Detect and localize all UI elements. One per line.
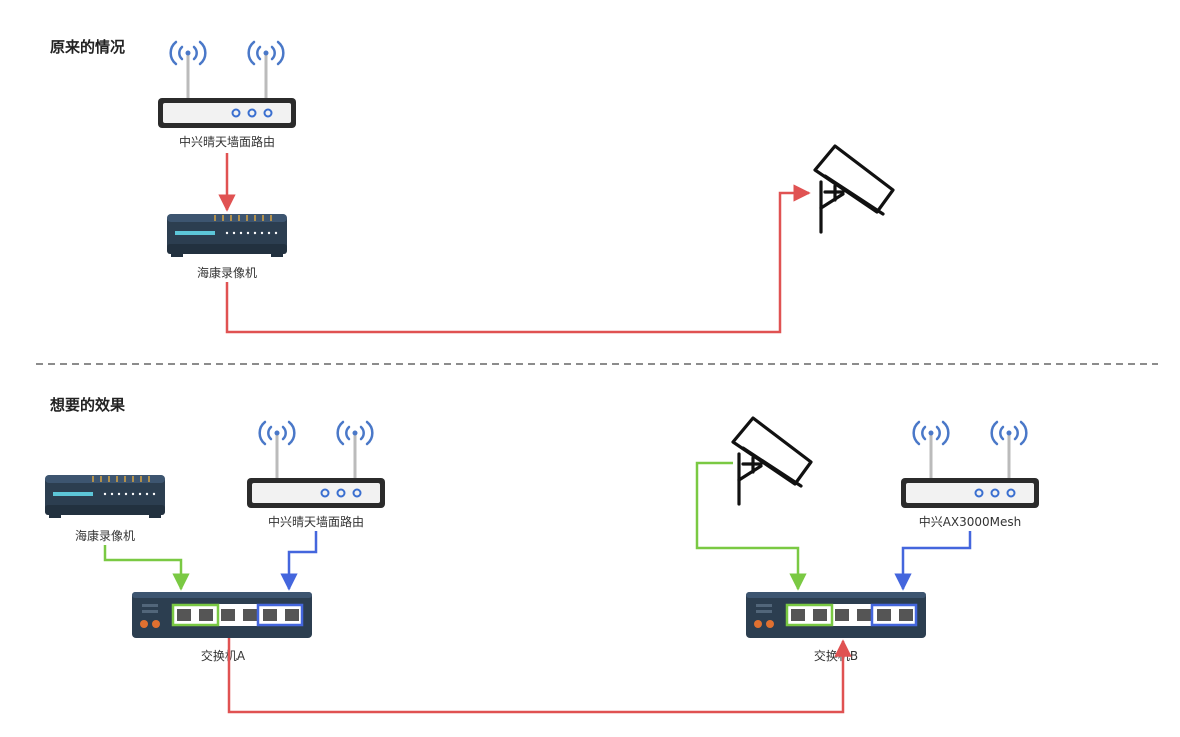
security-camera-icon xyxy=(731,416,813,506)
router-icon xyxy=(245,420,387,510)
router-icon xyxy=(899,420,1041,510)
router-bottom-label: 中兴晴天墙面路由 xyxy=(268,514,364,529)
router-icon xyxy=(156,40,298,130)
security-camera-icon xyxy=(813,144,895,234)
link-camera-to-switch-b xyxy=(695,461,807,591)
router-top-label: 中兴晴天墙面路由 xyxy=(179,134,275,149)
link-router-to-switch-a xyxy=(280,531,318,591)
nvr-icon xyxy=(44,474,166,519)
switch-a-label: 交换机A xyxy=(201,648,246,663)
mesh-router-label: 中兴AX3000Mesh xyxy=(919,514,1022,529)
network-switch-icon xyxy=(130,590,314,640)
nvr-top-label: 海康录像机 xyxy=(197,265,257,280)
network-switch-icon xyxy=(744,590,928,640)
section-title-before: 原来的情况 xyxy=(50,38,125,56)
section-title-after: 想要的效果 xyxy=(49,396,126,414)
switch-b-label: 交换机B xyxy=(814,648,858,663)
link-mesh-router-to-switch-b xyxy=(894,531,972,591)
link-nvr-to-switch-a xyxy=(103,545,190,591)
nvr-bottom-label: 海康录像机 xyxy=(75,528,135,543)
link-switch-a-to-switch-b xyxy=(227,638,852,714)
nvr-icon xyxy=(166,213,288,258)
link-nvr-to-camera xyxy=(225,184,811,334)
